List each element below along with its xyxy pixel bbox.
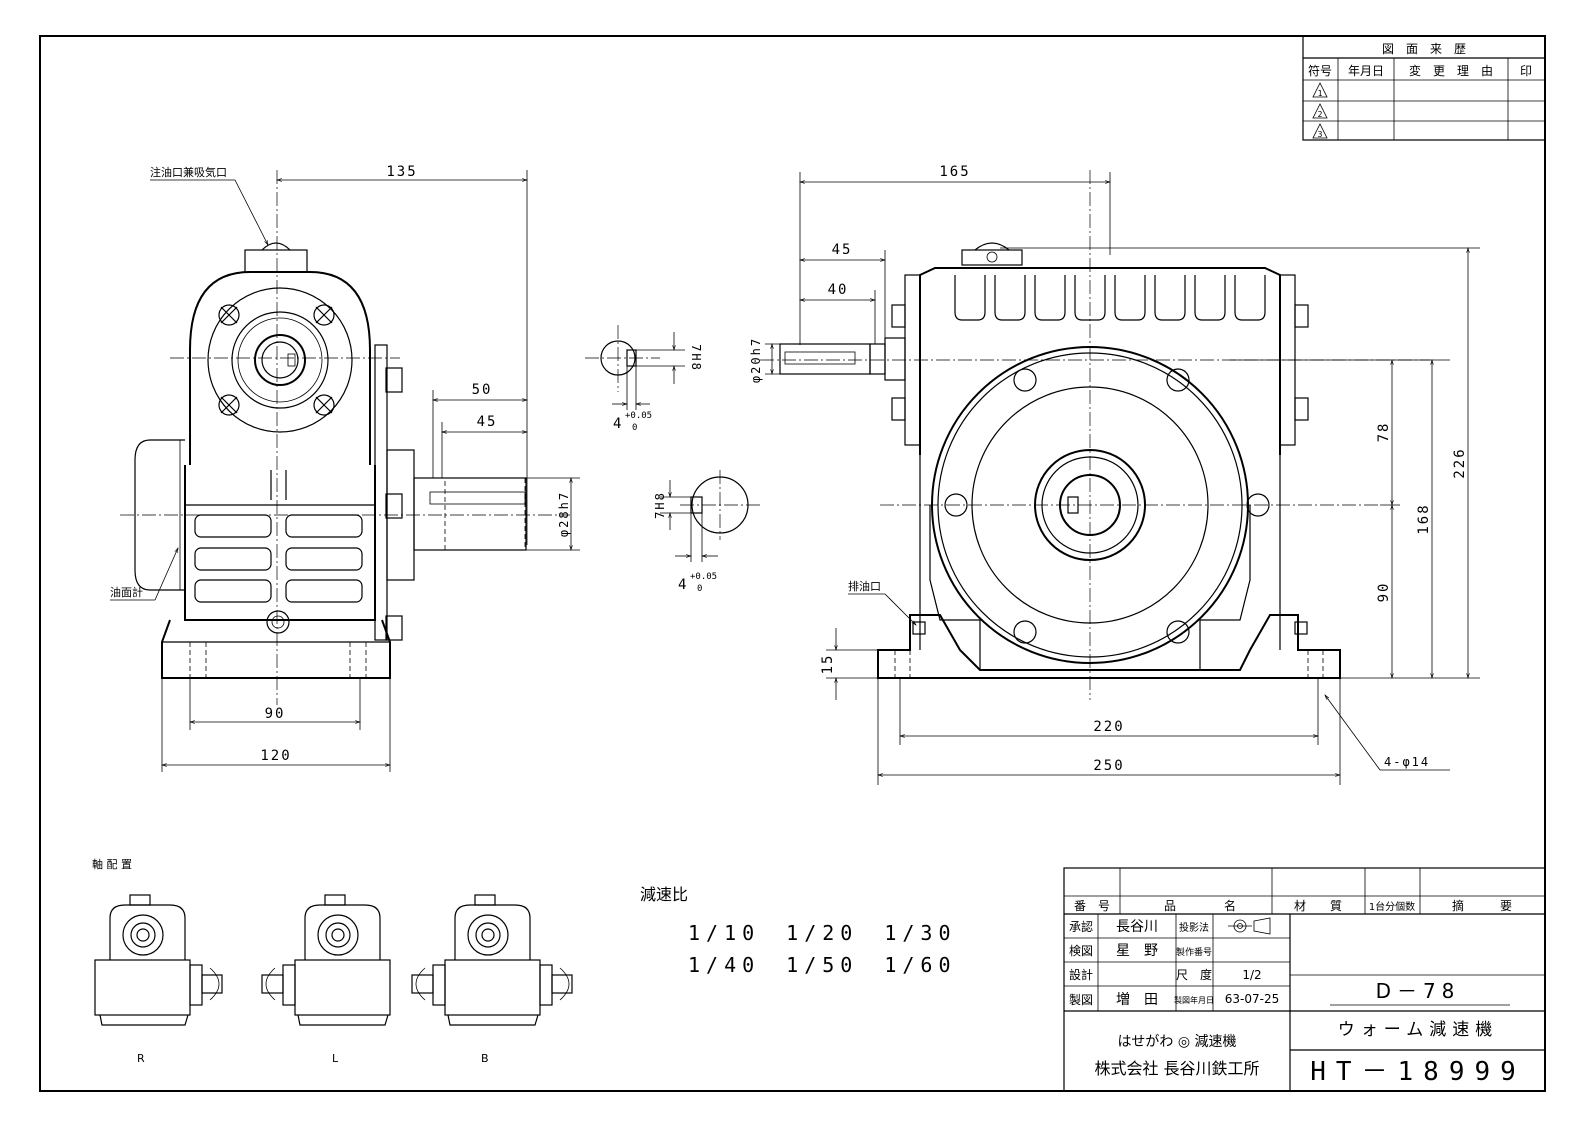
dim-20h7: φ20h7 (749, 337, 763, 383)
tb-date-label: 製図年月日 (1174, 995, 1214, 1005)
label-shaft-arrangement: 軸 配 置 (92, 857, 132, 871)
dim-holes: 4-φ14 (1384, 755, 1430, 769)
dim-45b: 45 (832, 242, 853, 258)
revision-table: 図 面 来 歴 符号 年月日 変 更 理 由 印 1 2 3 (1302, 35, 1546, 141)
tb-scale-label: 尺 度 (1176, 967, 1212, 982)
svg-text:+0.05: +0.05 (690, 572, 717, 582)
dim-226: 226 (1452, 447, 1468, 478)
projection-symbol (1228, 917, 1271, 935)
rev-h-mark: 符号 (1308, 63, 1332, 78)
reduction-title: 減速比 (640, 885, 688, 904)
tb-h-name-b: 名 (1224, 898, 1236, 913)
dim-135: 135 (386, 164, 417, 180)
arrangement-B: B (411, 894, 573, 1065)
tb-draw-label: 製図 (1069, 993, 1093, 1007)
revision-title: 図 面 来 歴 (1382, 42, 1466, 56)
tb-h-material: 材 質 (1294, 898, 1342, 913)
label-oil-inlet: 注油口兼吸気口 (150, 165, 227, 179)
tb-scale-value: 1/2 (1242, 968, 1261, 982)
label-oil-drain: 排油口 (848, 579, 881, 593)
title-block: 番 号 品 名 材 質 1台分個数 摘 要 承認 長谷川 検図 星 野 設計 製… (1063, 867, 1546, 1092)
dim-15: 15 (820, 654, 836, 675)
end-view-dimensions: 135 50 45 φ28h7 90 120 注油口兼吸気口 油面計 (110, 164, 580, 772)
dim-28h7: φ28h7 (557, 491, 571, 537)
dim-4a: 4 (613, 416, 623, 432)
tb-model: D－78 (1376, 979, 1461, 1003)
end-view (120, 170, 570, 705)
dim-40: 40 (828, 282, 849, 298)
rev-mark-1: 1 (1312, 82, 1328, 98)
svg-text:1: 1 (1318, 89, 1323, 98)
sheet-border (39, 35, 1546, 1092)
dim-90b: 90 (1376, 582, 1392, 603)
tb-approve-name: 長谷川 (1116, 919, 1158, 935)
keyway-section-a: 7H8 4 +0.05 0 (585, 325, 703, 433)
tb-approve-label: 承認 (1069, 919, 1093, 934)
rev-h-reason: 変 更 理 由 (1409, 63, 1493, 78)
tb-product: ウォーム減速機 (1338, 1020, 1499, 1040)
dim-168: 168 (1416, 503, 1432, 534)
dim-7h8b: 7H8 (653, 491, 667, 519)
dim-220: 220 (1093, 719, 1124, 735)
tb-date-value: 63-07-25 (1225, 992, 1279, 1006)
arrangement-label-R: R (137, 1052, 145, 1065)
dim-45a: 45 (477, 414, 498, 430)
keyway-section-b: 7H8 4 +0.05 0 (653, 470, 760, 594)
label-oil-gauge: 油面計 (110, 585, 143, 599)
arrangement-L: L (261, 894, 391, 1065)
tb-drawing-no: HT－18999 (1310, 1057, 1526, 1087)
tb-draw-name: 増 田 (1116, 992, 1158, 1008)
rev-h-date: 年月日 (1348, 64, 1384, 78)
arrangement-label-B: B (481, 1052, 489, 1065)
dim-50: 50 (472, 382, 493, 398)
dim-7h8a: 7H8 (689, 344, 703, 372)
reduction-row-1: 1/10 1/20 1/30 (688, 921, 957, 945)
dim-120: 120 (260, 748, 291, 764)
tb-design-label: 設計 (1069, 967, 1093, 982)
tb-h-number: 番 号 (1074, 899, 1110, 913)
tb-h-remarks: 摘 要 (1452, 898, 1512, 913)
rev-mark-3: 3 (1312, 123, 1328, 139)
arrangement-R: R (94, 894, 223, 1065)
svg-text:0: 0 (632, 423, 637, 433)
svg-text:+0.05: +0.05 (625, 411, 652, 421)
dim-4b: 4 (678, 577, 688, 593)
svg-text:0: 0 (697, 584, 702, 594)
front-view (760, 170, 1430, 700)
tb-company: 株式会社 長谷川鉄工所 (1094, 1059, 1259, 1078)
tb-brand-line: はせがわ ◎ 減速機 (1117, 1033, 1236, 1050)
dim-250: 250 (1093, 758, 1124, 774)
front-view-dimensions: 165 45 40 φ20h7 78 90 168 226 15 220 (749, 164, 1480, 785)
tb-h-name-a: 品 (1164, 899, 1176, 913)
svg-text:3: 3 (1318, 130, 1323, 139)
svg-text:2: 2 (1318, 110, 1323, 119)
arrangement-label-L: L (332, 1052, 339, 1065)
dim-78: 78 (1376, 422, 1392, 443)
tb-part-no-label: 製作番号 (1176, 946, 1212, 958)
tb-h-qty: 1台分個数 (1369, 900, 1415, 913)
dim-165: 165 (939, 164, 970, 180)
dim-90a: 90 (265, 706, 286, 722)
tb-check-name: 星 野 (1116, 943, 1158, 959)
tb-check-label: 検図 (1069, 944, 1093, 958)
rev-h-seal: 印 (1520, 64, 1532, 78)
tb-projection-label: 投影法 (1179, 921, 1209, 934)
rev-mark-2: 2 (1312, 103, 1328, 119)
reduction-row-2: 1/40 1/50 1/60 (688, 953, 957, 977)
